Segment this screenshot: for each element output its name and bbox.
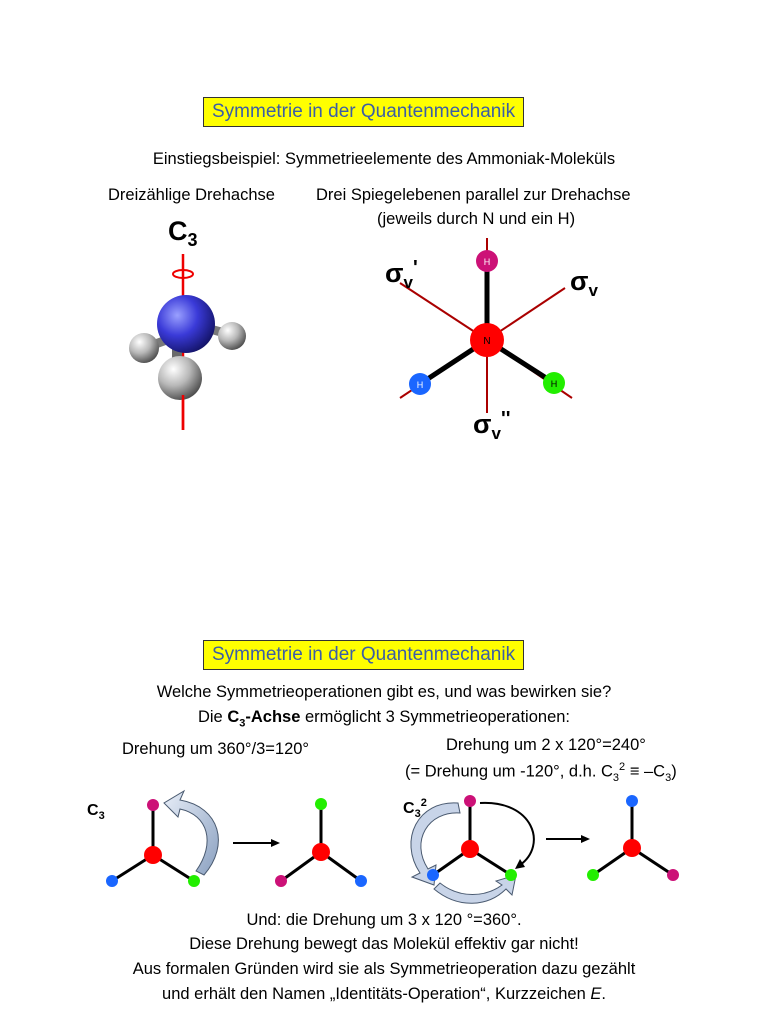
h-atom-left [129,333,159,363]
svg-text:N: N [483,336,490,347]
svg-text:H: H [484,257,491,267]
bottom-line-2: Diese Drehung bewegt das Molekül effekti… [189,935,579,953]
h-atom-blue [409,373,431,395]
h-atom-magenta [476,250,498,272]
h-atom-front [158,356,202,400]
rotation-arrow-c3-squared-icon [410,802,461,886]
c3-label: C3 [87,802,105,822]
slide1-right-caption-2: (jeweils durch N und ein H) [377,210,576,228]
c3-squared-operation-diagram: C32 [403,795,679,904]
slide1-subtitle: Einstiegsbeispiel: Symmetrieelemente des… [152,150,616,168]
bottom-line-4: und erhält den Namen „Identitäts-Operati… [162,985,606,1003]
rotation-240-note: (= Drehung um -120°, d.h. C32 ≡ –C3) [405,761,677,784]
rotation-240-caption: Drehung um 2 x 120°=240° [446,736,646,754]
rotation-arrow-thin-icon [479,801,535,866]
slide2-c3-operations: Die C3-Achse ermöglicht 3 Symmetrieopera… [197,708,571,730]
ammonia-3d-figure: C3 [129,216,246,430]
rotation-arrow-icon [172,269,194,279]
slide1-left-caption: Dreizählige Drehachse [108,186,275,204]
rotation-120-caption: Drehung um 360°/3=120° [122,740,310,758]
n-atom [157,295,215,353]
slide2-question: Welche Symmetrieoperationen gibt es, und… [156,683,612,701]
rotation-arrow-c3-icon [163,789,219,876]
svg-text:H: H [551,379,558,389]
n-atom-top [470,323,504,357]
h-atom-green [543,372,565,394]
slide2-title: Symmetrie in der Quantenmechanik [203,640,525,670]
bottom-line-1: Und: die Drehung um 3 x 120 °=360°. [246,911,522,929]
slide1-title: Symmetrie in der Quantenmechanik [203,97,525,127]
mirror-planes-figure: N H H H σv' σv σv'' [385,238,598,443]
sigma-v-label: σv [570,266,598,300]
sigma-v-prime-label: σv' [385,257,418,292]
c3-operation-diagram: C3 [87,789,367,887]
sigma-v-double-prime-label: σv'' [473,408,510,443]
c3-axis-label: C3 [168,216,198,250]
c3-squared-label: C32 [403,797,427,820]
h-atom-right [218,322,246,350]
slide1-right-caption-1: Drei Spiegelebenen parallel zur Drehachs… [316,186,631,204]
svg-text:H: H [417,380,424,390]
bottom-line-3: Aus formalen Gründen wird sie als Symmet… [132,960,636,978]
